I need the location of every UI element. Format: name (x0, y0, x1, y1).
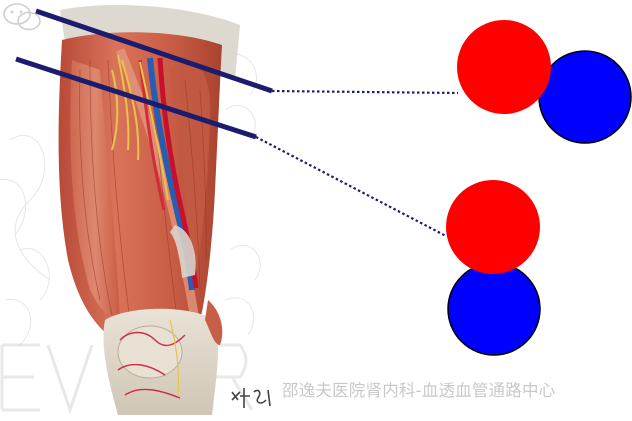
background-engraving (0, 53, 261, 346)
upper-pointer-line (271, 89, 459, 95)
lower-artery-circle (446, 180, 540, 274)
lower-cut-line (15, 56, 257, 140)
watermark-caption: 邵逸夫医院肾内科-血透血管通路中心 (282, 381, 556, 400)
upper-vein-circle (538, 50, 632, 144)
artist-signature (231, 388, 271, 408)
upper-artery-circle (457, 20, 551, 114)
thigh-anatomy-illustration (58, 5, 271, 415)
lower-pointer-line (255, 136, 447, 237)
upper-cut-line (35, 8, 273, 94)
lower-vein-circle (447, 262, 541, 356)
wechat-watermark-icon (3, 3, 41, 31)
